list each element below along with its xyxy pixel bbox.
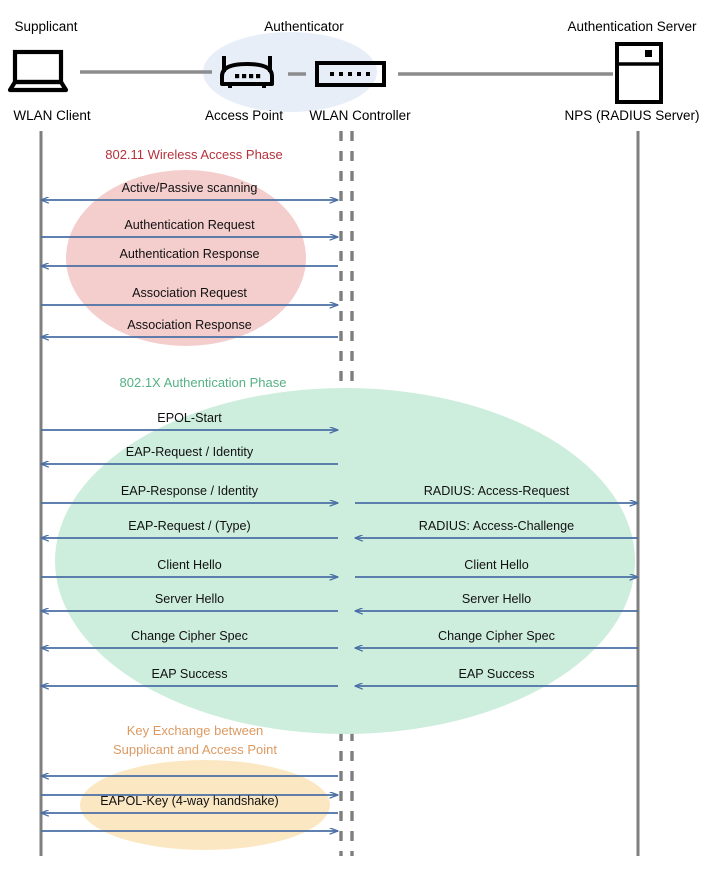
phase-title-key-exchange: Key Exchange between Supplicant and Acce… <box>112 723 278 757</box>
authenticator-highlight-ellipse <box>203 32 377 112</box>
message-label: Authentication Response <box>119 247 260 261</box>
role-label-supplicant: Supplicant <box>14 19 78 34</box>
message-label: EPOL-Start <box>157 411 222 425</box>
phase-8021x-ellipse <box>55 388 635 734</box>
phase-title-8021x: 802.1X Authentication Phase <box>119 375 287 390</box>
node-label-access-point: Access Point <box>204 108 284 123</box>
wlan-controller-icon <box>315 61 386 87</box>
message-label: EAPOL-Key (4-way handshake) <box>100 794 279 808</box>
laptop-icon <box>7 49 69 93</box>
role-label-authentication-server: Authentication Server <box>567 19 697 34</box>
message-label: RADIUS: Access-Challenge <box>418 519 575 533</box>
message-label: Client Hello <box>464 558 529 572</box>
node-label-nps-radius-server: NPS (RADIUS Server) <box>564 108 700 123</box>
phase-key-ellipse <box>80 760 330 850</box>
node-label-wlan-client: WLAN Client <box>13 108 91 123</box>
message-label: EAP-Request / (Type) <box>128 519 251 533</box>
message-label: Server Hello <box>461 592 532 606</box>
phase-title-80211: 802.11 Wireless Access Phase <box>105 147 283 162</box>
message-label: EAP-Response / Identity <box>120 484 259 498</box>
message-label: EAP Success <box>458 667 535 681</box>
server-icon <box>615 42 663 104</box>
message-label: Change Cipher Spec <box>438 629 555 643</box>
message-label: Authentication Request <box>124 218 255 232</box>
message-label: EAP Success <box>151 667 228 681</box>
access-point-icon <box>220 56 274 88</box>
message-label: Association Request <box>132 286 247 300</box>
message-label: Server Hello <box>154 592 225 606</box>
message-label: RADIUS: Access-Request <box>423 484 570 498</box>
node-label-wlan-controller: WLAN Controller <box>309 108 411 123</box>
message-label: EAP-Request / Identity <box>125 445 254 459</box>
phase-80211-ellipse <box>66 170 306 346</box>
message-label: Change Cipher Spec <box>131 629 248 643</box>
message-label: Client Hello <box>157 558 222 572</box>
message-arrows <box>41 200 638 831</box>
message-label: Active/Passive scanning <box>121 181 258 195</box>
message-label: Association Response <box>127 318 252 332</box>
role-label-authenticator: Authenticator <box>264 19 344 34</box>
